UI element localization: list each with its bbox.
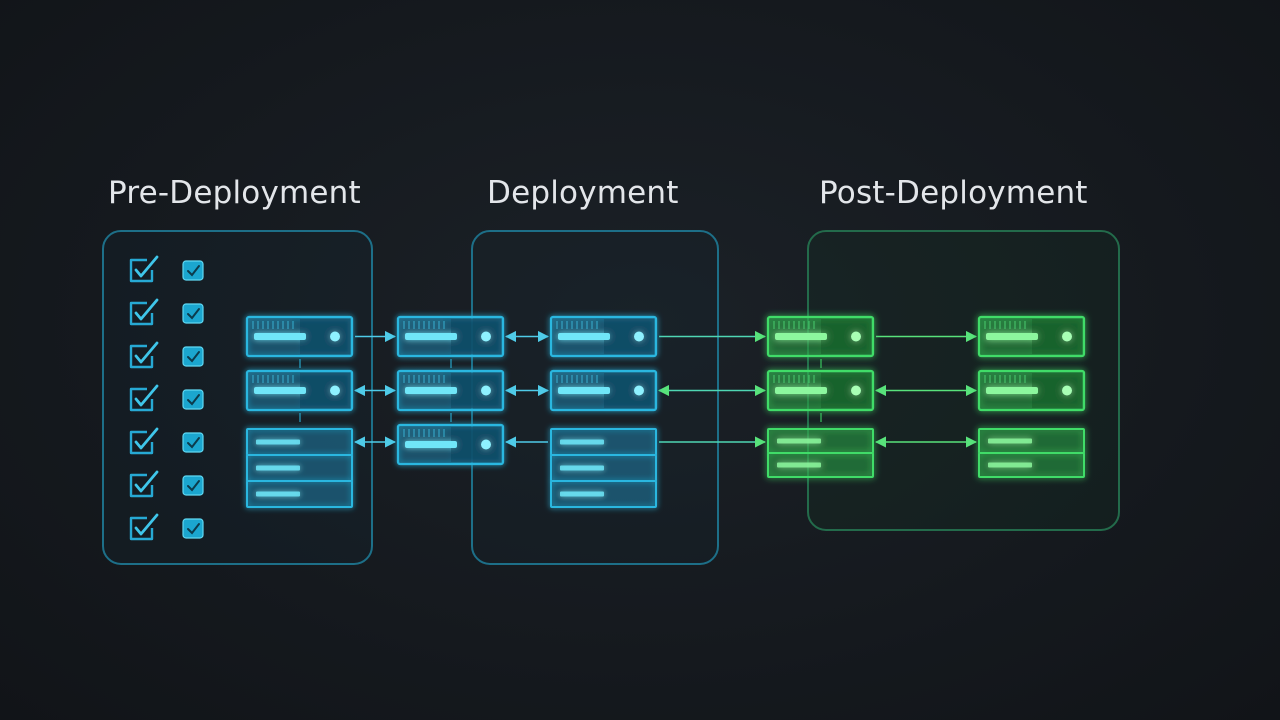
checklist-item [129, 298, 204, 326]
nodes [245, 315, 1086, 508]
checklist-item [129, 341, 204, 369]
server-node [977, 369, 1086, 412]
checkbox-filled-icon [182, 260, 204, 281]
checkbox-outline-icon [129, 255, 159, 283]
server-stack-node [246, 428, 353, 508]
checklist-item [129, 384, 204, 412]
checkbox-filled-icon [182, 475, 204, 496]
checklist-item [129, 513, 204, 541]
checkbox-outline-icon [129, 427, 159, 455]
server-node [396, 315, 505, 358]
server-stack-node [550, 428, 657, 508]
checkbox-filled-icon [182, 346, 204, 367]
deployment-title: Deployment [487, 175, 679, 211]
checklist-item [129, 427, 204, 455]
server-stack-node [978, 428, 1085, 478]
checklist-item [129, 470, 204, 498]
checklist [129, 255, 204, 541]
server-node [245, 369, 354, 412]
checkbox-filled-icon [182, 389, 204, 410]
server-node [396, 423, 505, 466]
checkbox-outline-icon [129, 384, 159, 412]
checkbox-outline-icon [129, 513, 159, 541]
connectors [353, 330, 978, 448]
server-node [977, 315, 1086, 358]
server-node [396, 369, 505, 412]
checkbox-outline-icon [129, 298, 159, 326]
server-node [549, 315, 658, 358]
checkbox-outline-icon [129, 341, 159, 369]
server-node [766, 315, 875, 358]
pre-deployment-title: Pre-Deployment [108, 175, 361, 211]
checkbox-filled-icon [182, 518, 204, 539]
checkbox-filled-icon [182, 432, 204, 453]
post-deployment-title: Post-Deployment [819, 175, 1088, 211]
server-node [245, 315, 354, 358]
checkbox-filled-icon [182, 303, 204, 324]
checklist-item [129, 255, 204, 283]
server-node [549, 369, 658, 412]
server-node [766, 369, 875, 412]
server-stack-node [767, 428, 874, 478]
checkbox-outline-icon [129, 470, 159, 498]
